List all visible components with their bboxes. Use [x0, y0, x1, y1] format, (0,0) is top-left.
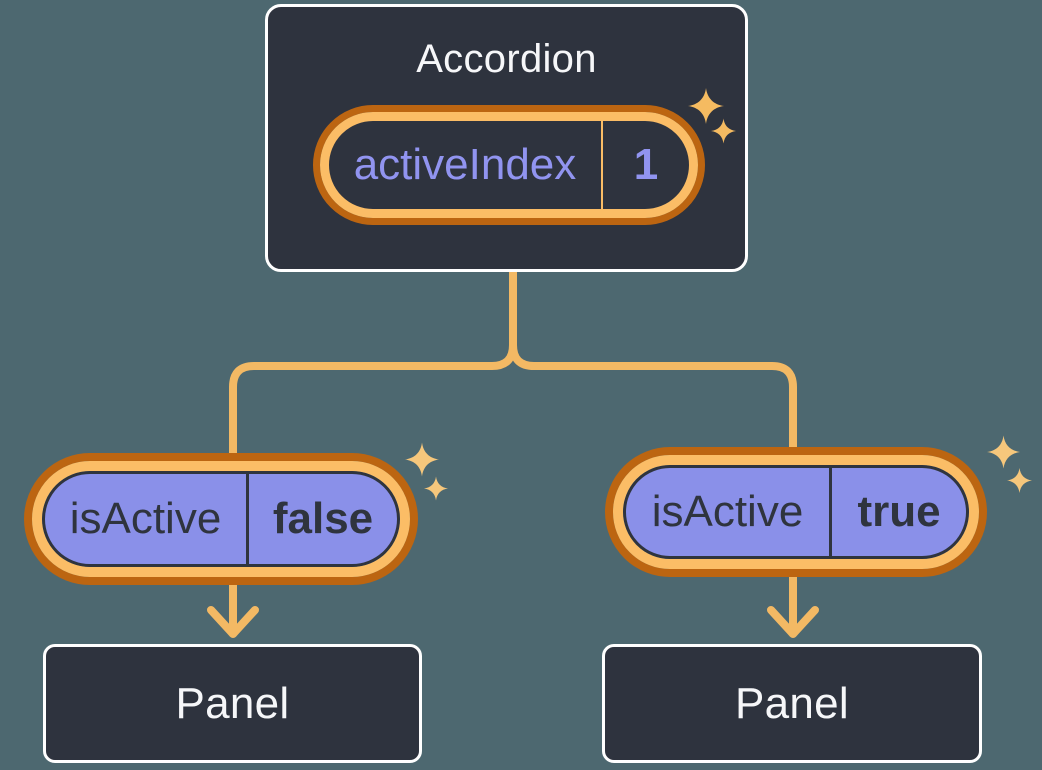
- pill-isactive-left: isActive false: [24, 453, 418, 585]
- state-value-label: true: [857, 487, 941, 536]
- arrow-down-right-icon: [767, 572, 819, 638]
- panel-title: Panel: [175, 678, 290, 728]
- branch-right-line: [509, 268, 797, 454]
- panel-left: Panel: [43, 644, 422, 763]
- sparkle-icon: [424, 476, 448, 501]
- state-name-label: isActive: [69, 494, 222, 543]
- state-name-label: activeIndex: [353, 140, 577, 189]
- accordion-title: Accordion: [416, 37, 597, 81]
- state-value-label: 1: [633, 140, 659, 189]
- state-pill-divider: [601, 121, 603, 209]
- sparkle-icon: [987, 435, 1020, 469]
- sparkle-icon: [688, 88, 724, 124]
- accordion-state-pill: activeIndex 1: [313, 105, 705, 225]
- state-pill-divider: [246, 474, 249, 564]
- pill-isactive-right: isActive true: [605, 447, 987, 577]
- arrow-down-left-icon: [207, 580, 259, 638]
- state-name-label: isActive: [651, 487, 804, 536]
- branch-left-line: [229, 268, 517, 460]
- state-value-label: false: [272, 494, 374, 543]
- sparkle-icon: [1007, 468, 1032, 493]
- state-pill-divider: [829, 468, 832, 556]
- panel-right: Panel: [602, 644, 982, 763]
- sparkle-icon: [711, 118, 736, 144]
- panel-title: Panel: [734, 678, 850, 728]
- sparkle-icon: [405, 442, 439, 477]
